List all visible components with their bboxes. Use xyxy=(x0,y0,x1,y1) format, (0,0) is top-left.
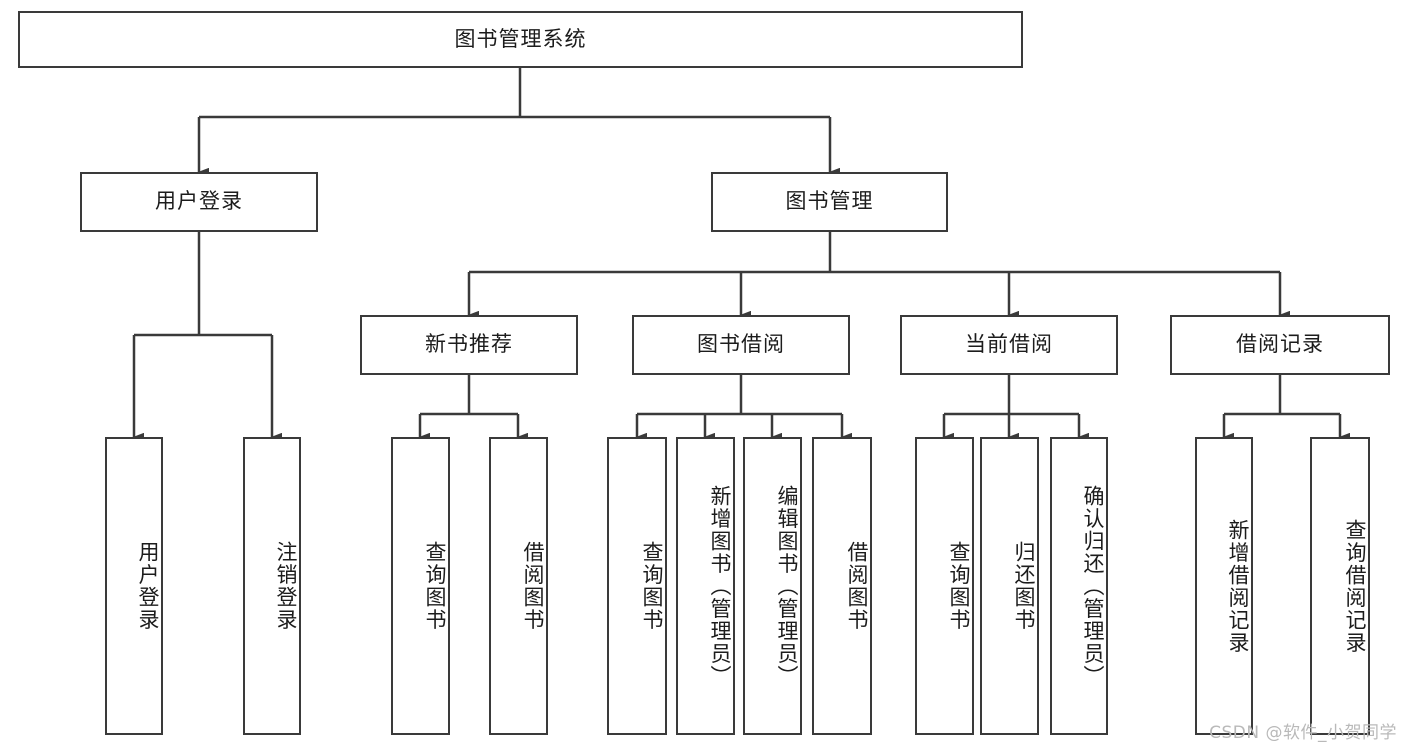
node-label: 新增借阅记录 xyxy=(1226,518,1250,654)
node-leaf-confirm-return[interactable]: 确认归还（管理员） xyxy=(1050,437,1108,735)
node-borrow-record[interactable]: 借阅记录 xyxy=(1170,315,1390,375)
node-label: 借阅图书 xyxy=(521,541,545,631)
node-book-manage[interactable]: 图书管理 xyxy=(711,172,948,232)
node-label: 查询图书 xyxy=(640,541,664,631)
node-label: 新增图书（管理员） xyxy=(708,484,732,688)
node-leaf-borrow-book[interactable]: 借阅图书 xyxy=(812,437,872,735)
node-leaf-return-book[interactable]: 归还图书 xyxy=(980,437,1039,735)
node-label: 借阅记录 xyxy=(1236,332,1324,357)
node-leaf-query-book[interactable]: 查询图书 xyxy=(607,437,667,735)
node-leaf-add-book[interactable]: 新增图书（管理员） xyxy=(676,437,735,735)
node-root-图书管理系统[interactable]: 图书管理系统 xyxy=(18,11,1023,68)
node-label: 查询借阅记录 xyxy=(1343,518,1367,654)
node-leaf-add-record[interactable]: 新增借阅记录 xyxy=(1195,437,1253,735)
node-current-borrow[interactable]: 当前借阅 xyxy=(900,315,1118,375)
node-leaf-query-record[interactable]: 查询借阅记录 xyxy=(1310,437,1370,735)
node-label: 图书管理系统 xyxy=(454,26,587,51)
node-leaf-user-login[interactable]: 用户登录 xyxy=(105,437,163,735)
node-label: 新书推荐 xyxy=(425,332,513,357)
node-leaf-borrow-book-rec[interactable]: 借阅图书 xyxy=(489,437,548,735)
node-label: 确认归还（管理员） xyxy=(1081,484,1105,688)
node-label: 用户登录 xyxy=(155,189,243,214)
node-label: 图书借阅 xyxy=(697,332,785,357)
node-book-borrow[interactable]: 图书借阅 xyxy=(632,315,850,375)
node-new-book-rec[interactable]: 新书推荐 xyxy=(360,315,578,375)
node-label: 借阅图书 xyxy=(845,541,869,631)
node-label: 注销登录 xyxy=(274,541,298,631)
node-label: 归还图书 xyxy=(1012,541,1036,631)
node-label: 当前借阅 xyxy=(965,332,1053,357)
node-label: 查询图书 xyxy=(423,541,447,631)
node-label: 用户登录 xyxy=(136,541,160,631)
node-leaf-edit-book[interactable]: 编辑图书（管理员） xyxy=(743,437,802,735)
node-label: 图书管理 xyxy=(785,189,874,214)
node-leaf-user-logout[interactable]: 注销登录 xyxy=(243,437,301,735)
node-leaf-query-book-rec[interactable]: 查询图书 xyxy=(391,437,450,735)
node-leaf-query-book-cur[interactable]: 查询图书 xyxy=(915,437,974,735)
node-label: 编辑图书（管理员） xyxy=(775,484,799,688)
watermark-text: CSDN @软件_小贺同学 xyxy=(1209,723,1397,743)
node-user-login[interactable]: 用户登录 xyxy=(80,172,318,232)
node-label: 查询图书 xyxy=(947,541,971,631)
